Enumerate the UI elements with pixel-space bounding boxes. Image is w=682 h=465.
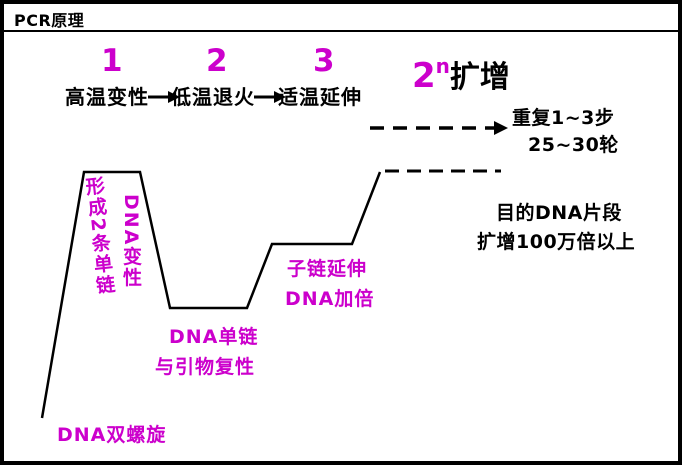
repeat-cycle-arrow-head-icon — [494, 121, 508, 135]
arrow-step2-to-step3-head-icon — [274, 91, 286, 103]
arrow-step1-to-step2-head-icon — [168, 91, 180, 103]
result-note-line2: 扩增100万倍以上 — [477, 231, 636, 253]
amplification-base: 2 — [412, 56, 436, 96]
temperature-profile-canvas — [40, 91, 508, 419]
temperature-profile-line — [40, 170, 382, 419]
annotation-dna-double-helix: DNA双螺旋 — [57, 424, 167, 446]
step-3-label: 适温延伸 — [278, 85, 362, 109]
result-note-line1: 目的DNA片段 — [496, 202, 622, 224]
step-1-label: 高温变性 — [65, 85, 149, 109]
annotation-anneal-line2: 与引物复性 — [155, 356, 256, 378]
amplification-formula: 2n扩增 — [412, 52, 510, 96]
step-3-number: 3 — [313, 43, 335, 79]
title-divider — [4, 30, 678, 32]
step-1-number: 1 — [101, 43, 123, 79]
step-2-label: 低温退火 — [171, 85, 255, 109]
step-2-number: 2 — [206, 43, 228, 79]
repeat-note-line2: 25~30轮 — [528, 134, 619, 156]
annotation-extend-line1: 子链延伸 — [287, 258, 368, 280]
amplification-suffix: 扩增 — [449, 60, 510, 95]
annotation-extend-line2: DNA加倍 — [285, 288, 375, 310]
amplification-exponent: n — [435, 54, 450, 78]
annotation-anneal-line1: DNA单链 — [169, 326, 259, 348]
annotation-dna-denaturation: DNA变性 — [120, 194, 142, 289]
page-title: PCR原理 — [14, 11, 85, 30]
repeat-note-line1: 重复1~3步 — [512, 107, 615, 129]
